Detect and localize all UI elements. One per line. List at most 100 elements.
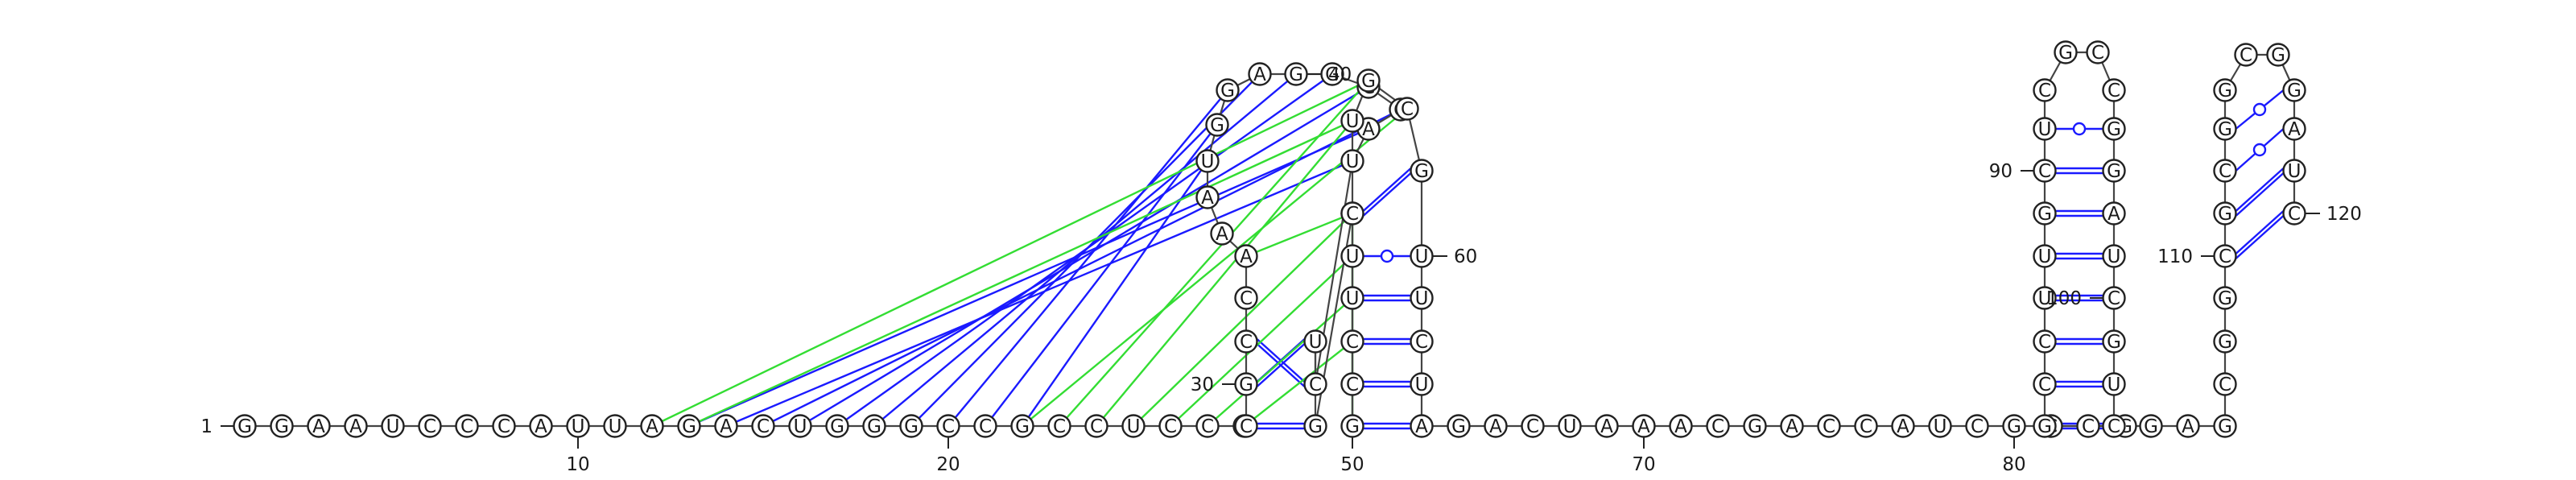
nucleotide-circle (1447, 414, 1471, 438)
nucleotide: C (2282, 201, 2306, 226)
nucleotide: G (1340, 414, 1364, 438)
nucleotide-circle (1195, 414, 1220, 438)
nucleotide-circle (2054, 40, 2078, 64)
number-label: 30 (1191, 374, 1214, 395)
nucleotide-letter: C (2107, 416, 2120, 437)
nucleotide-circle (2102, 201, 2126, 226)
nucleotide-circle (344, 414, 368, 438)
nucleotide-letter: G (2287, 81, 2301, 101)
nucleotide: G (1216, 78, 1240, 102)
nucleotide: G (1743, 414, 1767, 438)
nucleotide: G (2033, 414, 2057, 438)
nucleotide-circle (2213, 159, 2237, 183)
nucleotide-letter: U (2038, 246, 2052, 267)
nucleotide-circle (2266, 43, 2290, 67)
nucleotide-circle (2282, 201, 2306, 226)
nucleotide-letter: U (1415, 288, 1429, 309)
nucleotide-circle (1340, 149, 1364, 173)
nucleotide-circle (1558, 414, 1582, 438)
nucleotide-circle (2033, 329, 2057, 354)
nucleotide-circle (1234, 329, 1258, 354)
nucleotide: C (2033, 329, 2057, 354)
nucleotide-circle (1928, 414, 1952, 438)
pseudoknot-link-green (1244, 341, 1353, 427)
nucleotide: G (862, 414, 886, 438)
number-label: 10 (566, 454, 589, 475)
nucleotide-letter: U (1346, 246, 1360, 267)
nucleotide: C (2102, 414, 2126, 438)
nucleotide: A (640, 414, 664, 438)
nucleotide-letter: A (1637, 416, 1650, 437)
nucleotide-letter: A (720, 416, 733, 437)
pseudoknot-link-blue (1022, 160, 1208, 427)
nucleotide: G (1356, 68, 1381, 93)
pseudoknot-link-blue (799, 85, 1369, 428)
nucleotide: G (2102, 329, 2126, 354)
nucleotides: GGAAUCCCAUUAGACUGGGCCGCCUCCUCGCCAAAUGGAG… (233, 40, 2306, 438)
nucleotide: A (1595, 414, 1619, 438)
nucleotide-letter: C (2240, 45, 2252, 66)
wc-pair-line (2235, 215, 2285, 259)
gu-pair-marker (2252, 102, 2267, 117)
nucleotide-letter: U (2038, 288, 2052, 309)
nucleotide-letter: C (2038, 374, 2051, 395)
nucleotide-circle (899, 414, 923, 438)
nucleotide-letter: U (1934, 416, 1947, 437)
pseudoknot-link-green (1207, 297, 1353, 427)
nucleotide: U (788, 414, 812, 438)
nucleotide-letter: A (2182, 416, 2194, 437)
nucleotide-letter: U (1346, 151, 1360, 172)
nucleotide-letter: C (1201, 416, 1214, 437)
pseudoknot-link-green (688, 119, 1353, 428)
nucleotide-circle (1410, 244, 1434, 268)
number-label: 1 (200, 416, 213, 437)
nucleotide-letter: A (1674, 416, 1687, 437)
nucleotide-letter: C (2107, 81, 2120, 101)
nucleotide-letter: C (1240, 416, 1253, 437)
nucleotide: U (1303, 329, 1327, 354)
nucleotide-circle (603, 414, 627, 438)
nucleotide-letter: G (2218, 81, 2232, 101)
nucleotide-letter: G (2218, 416, 2232, 437)
nucleotide-circle (2076, 414, 2100, 438)
number-label: 20 (936, 454, 960, 475)
number-label: 110 (2157, 246, 2193, 267)
nucleotide-circle (2033, 286, 2057, 310)
nucleotide: U (1195, 149, 1220, 173)
nucleotide-circle (1706, 414, 1730, 438)
nucleotide: C (2213, 372, 2237, 396)
nucleotide: C (1234, 414, 1258, 438)
nucleotide-letter: G (1451, 416, 1466, 437)
nucleotide-letter: G (1361, 71, 1376, 92)
nucleotide: A (1669, 414, 1693, 438)
nucleotide: G (2139, 414, 2163, 438)
pseudoknot-link-green (1133, 213, 1353, 427)
pseudoknot-link-green (651, 79, 1369, 428)
nucleotide: G (2213, 414, 2237, 438)
nucleotide-circle (2213, 244, 2237, 268)
nucleotide-circle (1158, 414, 1183, 438)
pseudoknot-link-green (1096, 120, 1353, 427)
nucleotide-circle (2213, 286, 2237, 310)
nucleotide-letter: C (1711, 416, 1724, 437)
nucleotide-circle (1320, 62, 1344, 86)
number-label: 70 (1632, 454, 1655, 475)
nucleotide-circle (1595, 414, 1619, 438)
nucleotide: G (899, 414, 923, 438)
nucleotide: C (492, 414, 516, 438)
nucleotide-circle (1121, 414, 1146, 438)
nucleotide-circle (862, 414, 886, 438)
nucleotide: A (1484, 414, 1508, 438)
nucleotide: A (2176, 414, 2200, 438)
nucleotide-circle (492, 414, 516, 438)
nucleotide-circle (1965, 414, 1989, 438)
nucleotide-circle (1205, 113, 1229, 137)
nucleotide-letter: A (1201, 188, 1214, 209)
nucleotide-letter: C (1346, 332, 1359, 353)
nucleotide-letter: A (1600, 416, 1613, 437)
nucleotide-circle (1669, 414, 1693, 438)
nucleotide: C (1340, 201, 1364, 226)
nucleotide: G (2002, 414, 2026, 438)
nucleotide-circle (1010, 414, 1034, 438)
nucleotide: A (1195, 185, 1220, 209)
